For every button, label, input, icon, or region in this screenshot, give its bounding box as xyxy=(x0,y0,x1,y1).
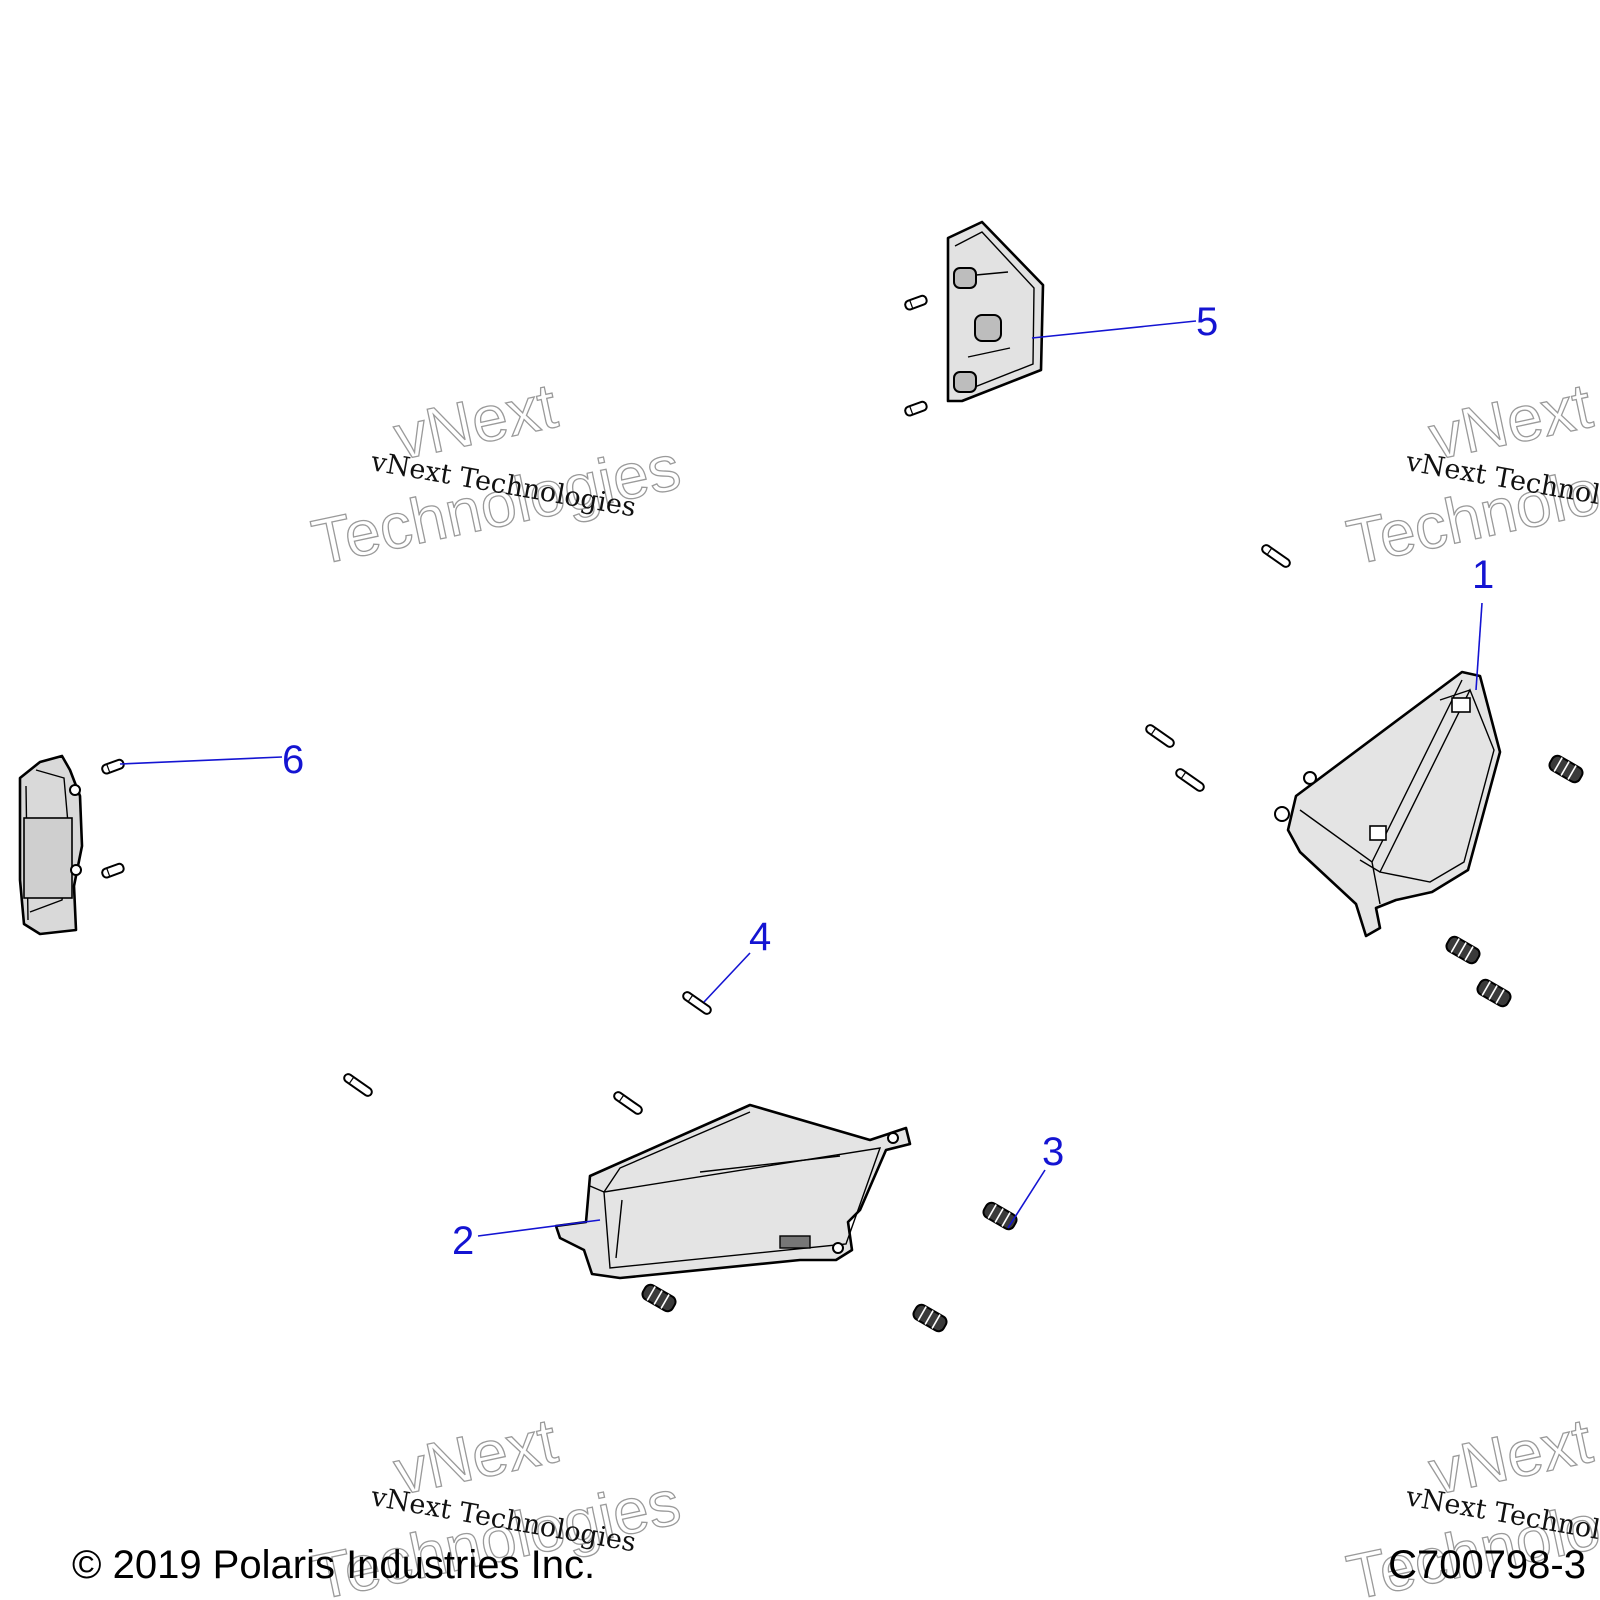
screw-icon xyxy=(1143,722,1177,750)
screw-icon xyxy=(680,989,714,1017)
bolt-icon xyxy=(100,861,126,880)
leader-line-4 xyxy=(703,952,751,1003)
bolt-icon xyxy=(100,757,126,776)
part-mount-plate xyxy=(946,220,1045,403)
callout-5: 5 xyxy=(1196,300,1218,344)
copyright-text: © 2019 Polaris Industries Inc. xyxy=(72,1543,595,1587)
callout-3: 3 xyxy=(1042,1130,1064,1174)
spring-nut-icon xyxy=(980,1199,1020,1233)
screw-icon xyxy=(611,1089,645,1117)
callout-1: 1 xyxy=(1472,553,1494,597)
leader-line-6 xyxy=(119,756,283,765)
leader-line-1 xyxy=(1475,602,1483,691)
leader-line-5 xyxy=(1031,320,1197,339)
bolt-icon xyxy=(903,399,929,418)
bolt-icon xyxy=(903,293,929,312)
spring-nut-icon xyxy=(910,1301,950,1335)
spring-nut-icon xyxy=(1546,752,1586,786)
callout-4: 4 xyxy=(749,915,771,959)
spring-nut-icon xyxy=(639,1281,679,1315)
leader-line-3 xyxy=(1007,1169,1046,1229)
drawing-number: C700798-3 xyxy=(1388,1543,1586,1587)
screw-icon xyxy=(1173,766,1207,794)
watermark-top-right: vNext Technologies vNext Technologies xyxy=(1340,369,1600,580)
callout-2: 2 xyxy=(452,1219,474,1263)
screw-icon xyxy=(1259,542,1293,570)
part-side-bracket xyxy=(18,754,84,936)
part-headlight-left xyxy=(554,1103,912,1280)
callout-6: 6 xyxy=(282,738,304,782)
spring-nut-icon xyxy=(1443,933,1483,967)
spring-nut-icon xyxy=(1474,976,1514,1010)
part-headlight-right xyxy=(1274,670,1502,938)
screw-icon xyxy=(341,1071,375,1099)
leader-line-2 xyxy=(477,1219,601,1237)
watermark-top-left: vNext Technologies vNext Technologies xyxy=(305,369,687,580)
